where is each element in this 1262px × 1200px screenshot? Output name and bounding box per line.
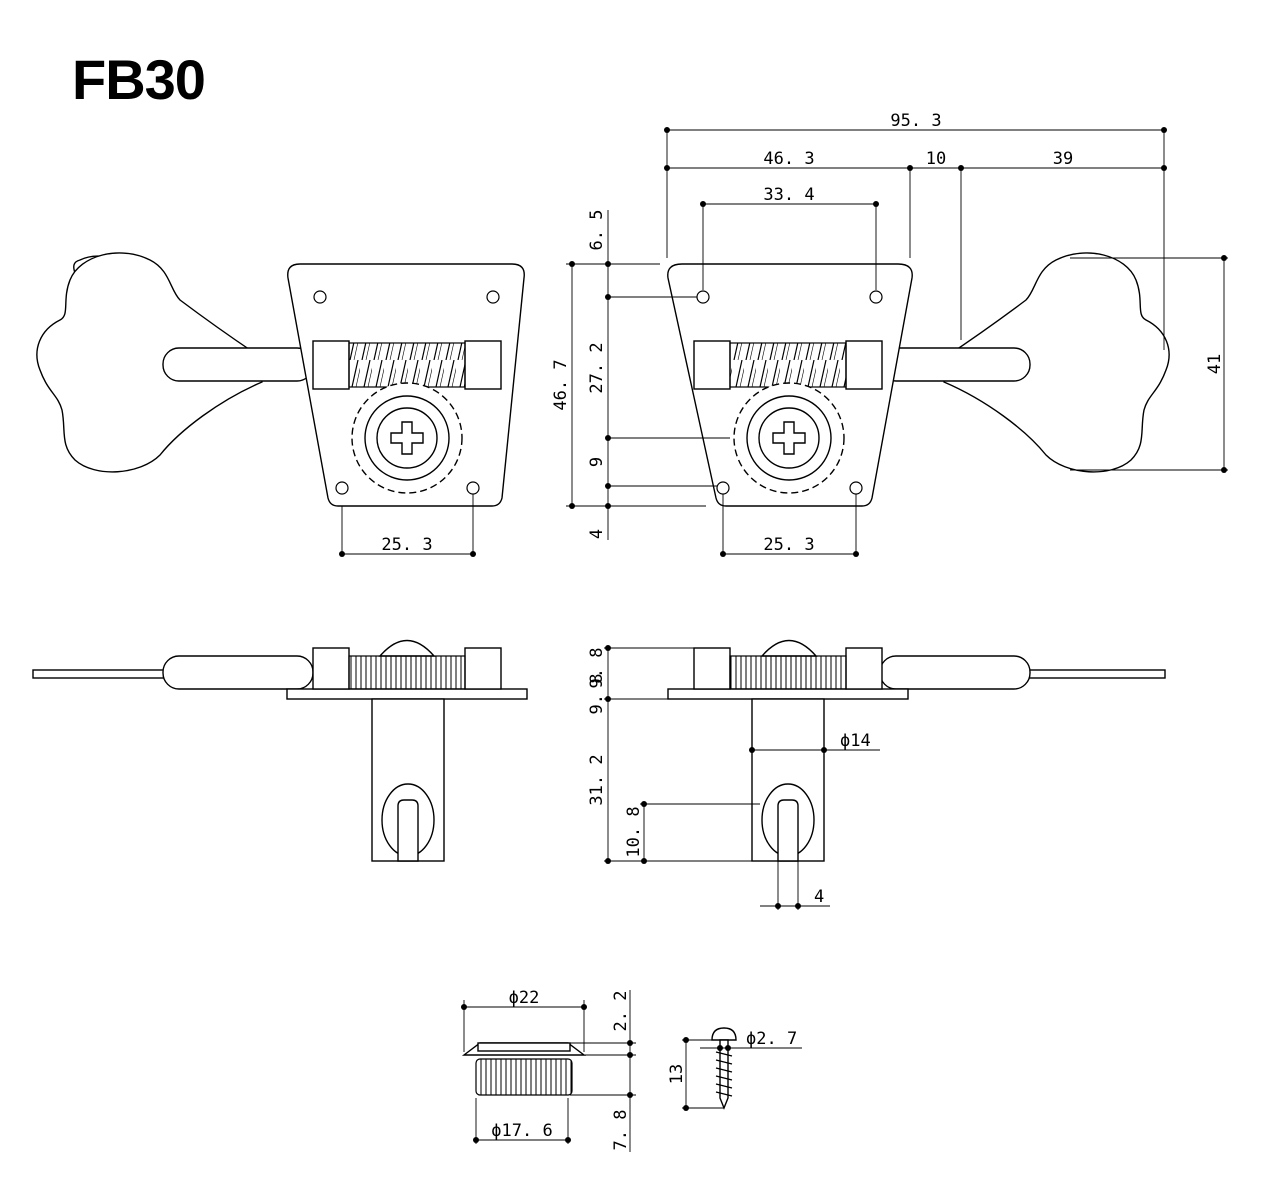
- dim-gear-height: 9. 8: [587, 648, 607, 689]
- mount-hole-icon: [466, 481, 480, 495]
- dim-overall-length: 95. 3: [890, 111, 941, 131]
- screw-shank: [719, 1039, 729, 1110]
- dim-post-length: 31. 2: [587, 754, 607, 805]
- plate-side: [667, 688, 909, 700]
- dim-slot-depth: 10. 8: [624, 806, 644, 857]
- post-slot: [397, 799, 419, 862]
- tuning-button-right: [943, 252, 1170, 473]
- dim-top-hole-spacing: 33. 4: [763, 185, 814, 205]
- worm-bearing-left: [693, 340, 731, 390]
- mount-hole-icon: [486, 290, 500, 304]
- dim-button-length: 39: [1053, 149, 1073, 169]
- mount-hole-icon: [869, 290, 883, 304]
- mount-hole-icon: [716, 481, 730, 495]
- string-post-shaft-right: [879, 347, 1031, 382]
- worm-bearing-right: [845, 340, 883, 390]
- dim-post-diameter: ϕ14: [840, 731, 871, 751]
- shaft-side: [879, 655, 1031, 690]
- screw: 13 ϕ2. 7: [667, 1027, 802, 1111]
- side-view-right: 9. 8 9. 8 31. 2 10. 8 ϕ14 4: [587, 639, 1166, 910]
- screw-head: [711, 1027, 737, 1041]
- gear-side: [348, 655, 466, 690]
- front-view-right: 95. 3 46. 3 10 39 33. 4 6. 5 46. 7 27. 2…: [551, 111, 1228, 557]
- dim-screw-head: ϕ2. 7: [746, 1029, 797, 1049]
- dim-bushing-diameter: ϕ22: [509, 988, 540, 1008]
- bushing-lip: [477, 1042, 571, 1052]
- gear-side: [729, 655, 847, 690]
- mount-hole-icon: [696, 290, 710, 304]
- post-slot: [777, 799, 799, 862]
- bearing-side: [845, 647, 883, 690]
- shaft-side: [162, 655, 314, 690]
- dim-top-offset: 6. 5: [587, 210, 607, 251]
- dim-gap: 10: [926, 149, 946, 169]
- dim-bottom-margin: 4: [587, 529, 607, 539]
- dim-plate-height: 46. 7: [551, 359, 571, 410]
- phillips-cross-icon: [390, 421, 424, 455]
- dim-plate-length: 46. 3: [763, 149, 814, 169]
- side-view-left: [32, 639, 528, 862]
- worm-bearing-right: [464, 340, 502, 390]
- dim-button-height: 41: [1205, 354, 1225, 374]
- bushing: ϕ22 ϕ17. 6 2. 2 7. 8: [461, 988, 636, 1152]
- dim-bottom-hole-spacing-left: 25. 3: [381, 535, 432, 555]
- mount-hole-icon: [849, 481, 863, 495]
- page-title: FB30: [72, 48, 206, 111]
- bearing-side: [312, 647, 350, 690]
- mount-hole-icon: [313, 290, 327, 304]
- worm-screw: [729, 342, 847, 388]
- worm-screw: [348, 342, 466, 388]
- dim-screw-length: 13: [667, 1064, 687, 1084]
- bearing-side: [464, 647, 502, 690]
- plate-side: [286, 688, 528, 700]
- string-post-shaft-left: [162, 347, 314, 382]
- phillips-cross-icon: [772, 421, 806, 455]
- gear-cap: [378, 639, 436, 657]
- dim-bushing-flange: 2. 2: [611, 991, 631, 1032]
- dim-hole-to-shaft: 27. 2: [587, 342, 607, 393]
- dim-bottom-hole-spacing-right: 25. 3: [763, 535, 814, 555]
- dim-plate-thickness: 9. 8: [587, 674, 607, 715]
- tuning-button-left-body: [36, 252, 263, 473]
- dim-shaft-to-hole: 9: [587, 457, 607, 467]
- bushing-body: [475, 1058, 573, 1096]
- gear-cap: [760, 639, 818, 657]
- dim-slot-width: 4: [814, 887, 824, 907]
- mount-hole-icon: [335, 481, 349, 495]
- front-view-left: 25. 3: [36, 252, 525, 557]
- dim-bushing-height: 7. 8: [611, 1110, 631, 1151]
- dim-bushing-body-diameter: ϕ17. 6: [491, 1121, 552, 1141]
- worm-bearing-left: [312, 340, 350, 390]
- bearing-side: [693, 647, 731, 690]
